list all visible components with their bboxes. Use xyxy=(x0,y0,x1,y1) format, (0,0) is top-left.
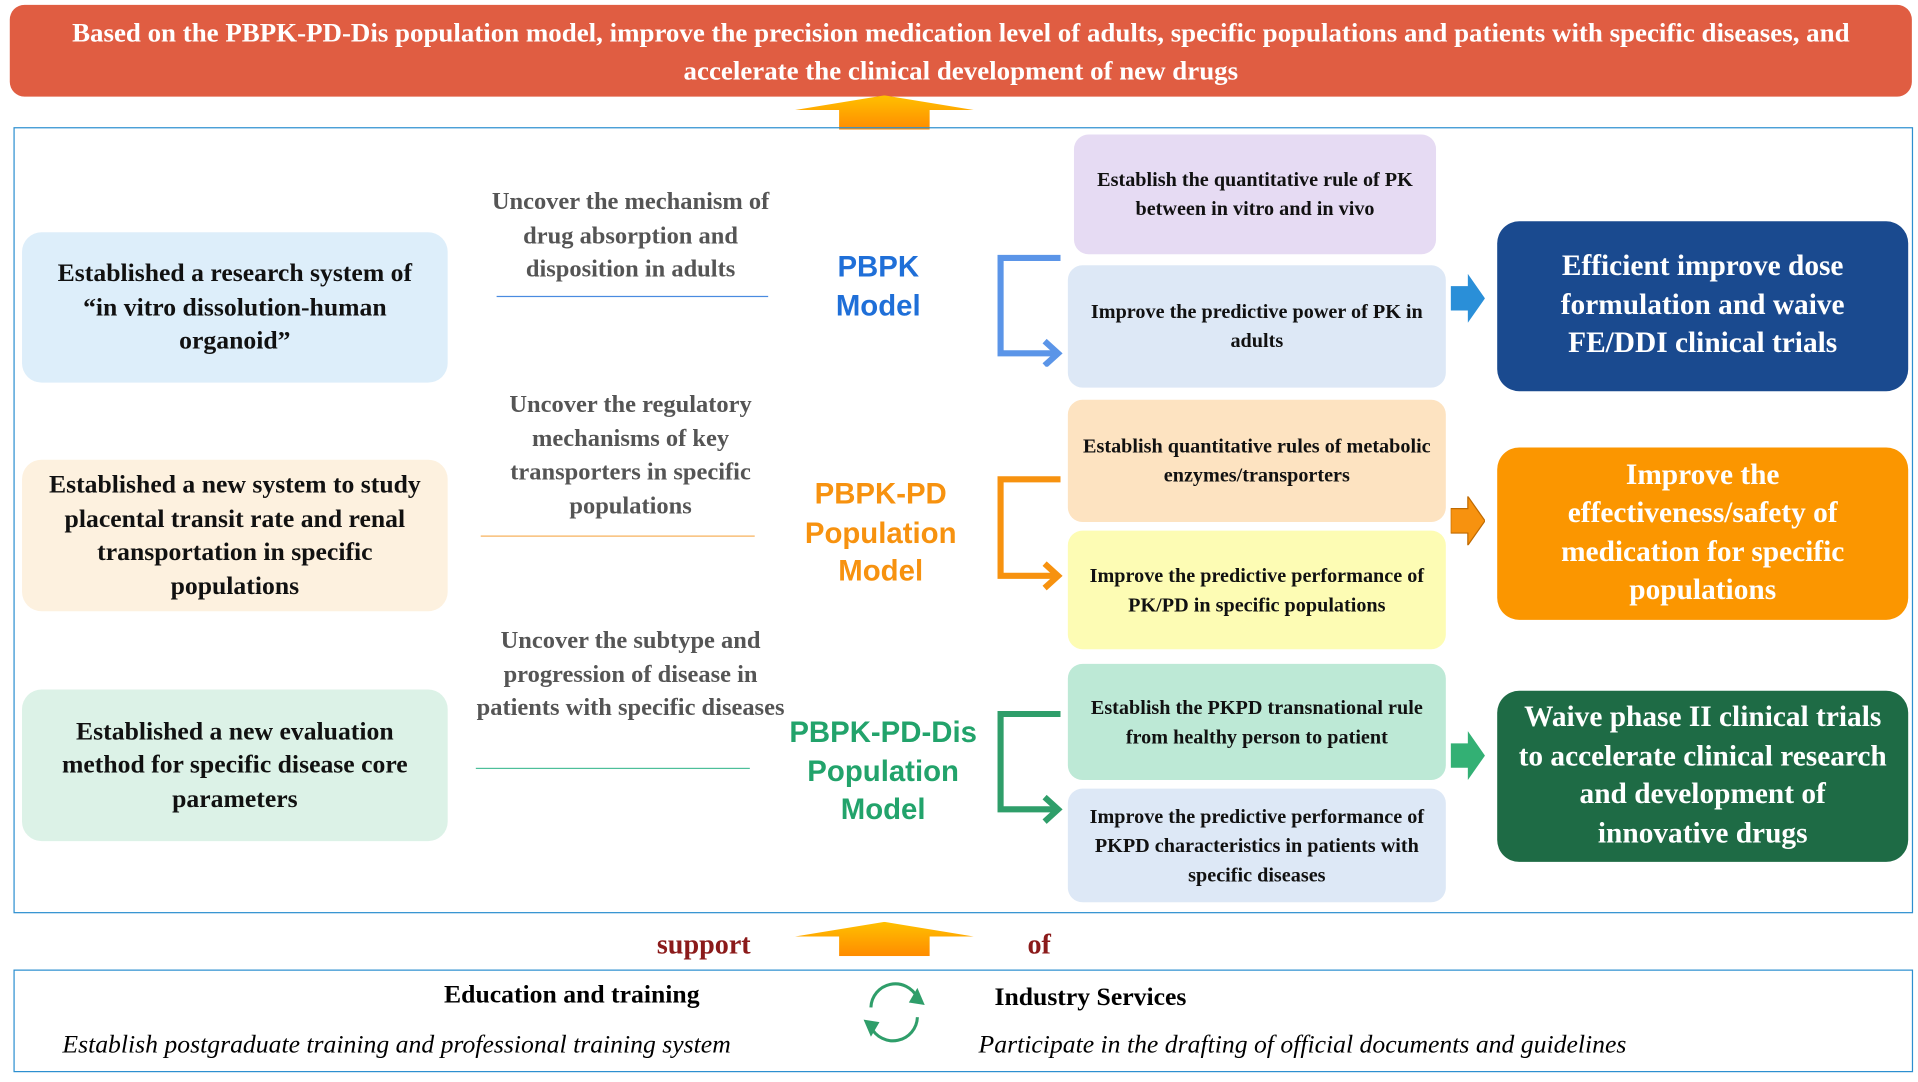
rule-box-specific-diseases: Establish the PKPD transnational rule fr… xyxy=(1067,663,1446,781)
predict-box-specific-populations: Improve the predictive performance of PK… xyxy=(1067,530,1446,650)
industry-text: Participate in the drafting of official … xyxy=(978,1029,1627,1059)
model-label-pbpk: PBPK Model xyxy=(835,250,921,323)
right-arrow-icon xyxy=(1450,731,1485,781)
cycle-arrows-icon xyxy=(863,982,925,1043)
predict-box-adults: Improve the predictive power of PK in ad… xyxy=(1067,265,1446,388)
model-label-pbpk-pd: PBPK-PD Population Model xyxy=(804,478,957,589)
arrow-line xyxy=(480,535,755,537)
up-arrow-icon xyxy=(795,95,974,130)
support-frame xyxy=(13,969,1914,1073)
method-box-adults: Established a research system of “in vit… xyxy=(22,232,448,383)
rule-box-specific-populations: Establish quantitative rules of metaboli… xyxy=(1067,399,1446,523)
model-label-pbpk-pd-dis: PBPK-PD-Dis Population Model xyxy=(789,716,977,827)
result-box-specific-diseases: Waive phase II clinical trials to accele… xyxy=(1497,690,1909,862)
mechanism-text-adults: Uncover the mechanism of drug absorption… xyxy=(491,188,770,283)
predict-box-specific-diseases: Improve the predictive performance of PK… xyxy=(1067,788,1446,903)
arrow-line xyxy=(475,767,750,770)
result-box-adults: Efficient improve dose formulation and w… xyxy=(1497,221,1909,392)
right-arrow-icon xyxy=(1450,496,1485,546)
main-frame xyxy=(13,127,1914,914)
rule-box-adults: Establish the quantitative rule of PK be… xyxy=(1073,134,1437,255)
education-text: Establish postgraduate training and prof… xyxy=(62,1029,731,1059)
bracket-arrow-icon xyxy=(997,710,1063,824)
bracket-arrow-icon xyxy=(997,254,1063,367)
mechanism-text-specific-populations: Uncover the regulatory mechanisms of key… xyxy=(509,391,752,519)
method-box-specific-diseases: Established a new evaluation method for … xyxy=(22,689,448,842)
support-label: support xyxy=(656,929,751,960)
goal-banner: Based on the PBPK-PD-Dis population mode… xyxy=(9,4,1912,97)
of-label: of xyxy=(1027,929,1051,960)
arrow-line xyxy=(496,295,769,298)
result-box-specific-populations: Improve the effectiveness/safety of medi… xyxy=(1497,447,1909,620)
right-arrow-icon xyxy=(1450,273,1485,323)
industry-title: Industry Services xyxy=(994,981,1187,1012)
up-arrow-icon xyxy=(795,921,974,957)
method-box-specific-populations: Established a new system to study placen… xyxy=(22,459,448,612)
mechanism-text-specific-diseases: Uncover the subtype and progression of d… xyxy=(476,627,785,722)
education-title: Education and training xyxy=(444,979,700,1009)
bracket-arrow-icon xyxy=(997,476,1063,591)
